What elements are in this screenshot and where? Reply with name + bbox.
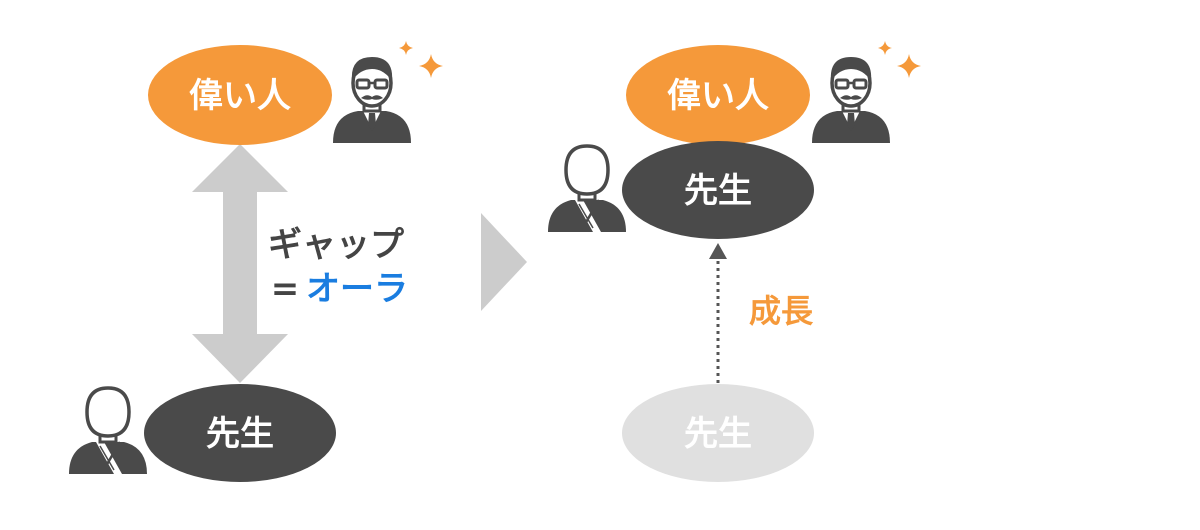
right-teacher-ellipse <box>622 141 814 239</box>
left-teacher-figure-icon <box>67 386 149 476</box>
left-boss-figure-icon <box>331 55 413 145</box>
left-teacher-label: 先生 <box>206 414 274 454</box>
gap-label: ギャップ <box>268 225 404 265</box>
growth-label: 成長 <box>749 292 814 330</box>
faded-teacher-ellipse <box>622 384 814 482</box>
right-sparkle-small-icon <box>878 41 892 55</box>
left-teacher-ellipse <box>144 384 336 482</box>
aura-label: オーラ <box>306 269 408 309</box>
left-sparkle-large-icon <box>419 54 443 78</box>
gap-double-arrow <box>192 144 288 383</box>
right-teacher-figure-icon <box>546 144 628 234</box>
right-sparkle-large-icon <box>897 54 921 78</box>
left-sparkle-small-icon <box>399 41 413 55</box>
left-boss-label: 偉い人 <box>189 76 291 116</box>
left-boss-ellipse <box>148 45 332 145</box>
right-boss-label: 偉い人 <box>667 76 769 116</box>
equals-sign: = <box>271 269 300 309</box>
right-boss-figure-icon <box>810 55 892 145</box>
right-teacher-label: 先生 <box>684 171 752 211</box>
faded-teacher-label: 先生 <box>684 414 752 454</box>
transition-arrow <box>481 213 527 311</box>
growth-arrow-head <box>709 243 727 259</box>
right-boss-ellipse <box>626 45 810 145</box>
